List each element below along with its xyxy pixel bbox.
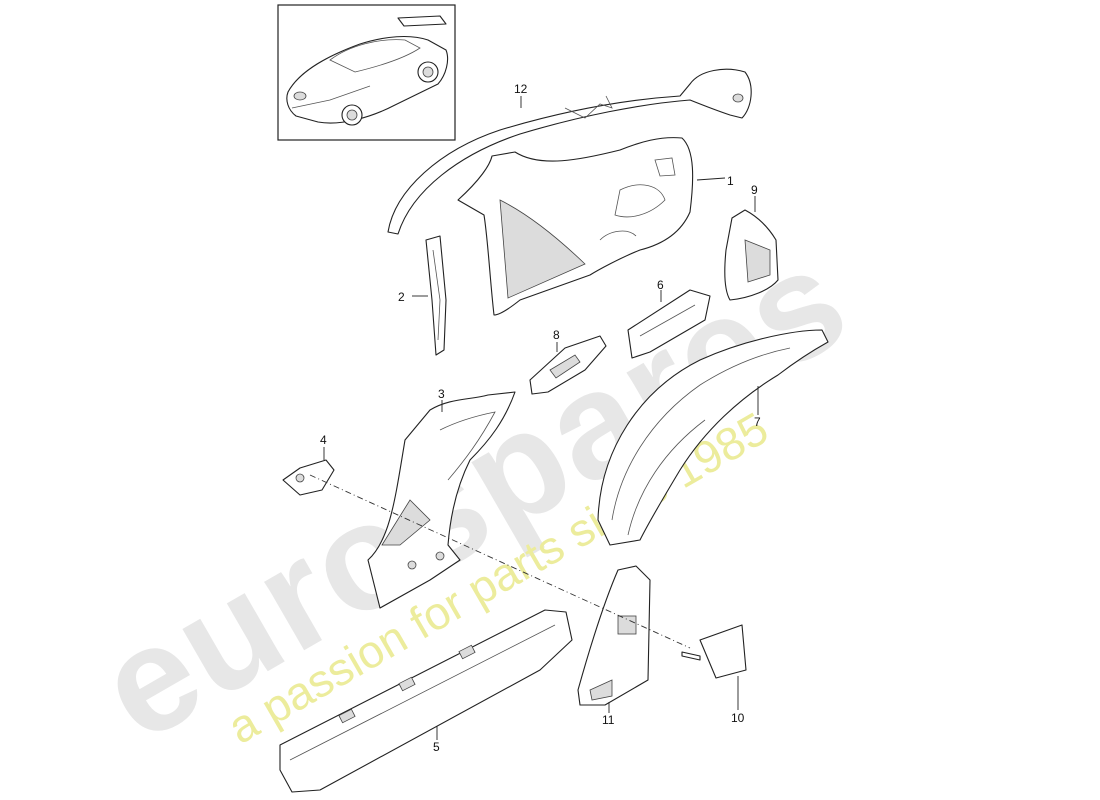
callouts: 1 2 3 4 5 6 7 8 9 10 11 12 (320, 82, 761, 754)
callout-6[interactable]: 6 (657, 278, 664, 292)
part-9-rear-bracket[interactable] (724, 209, 779, 301)
part-5-sill[interactable] (279, 609, 573, 793)
car-thumbnail[interactable] (277, 4, 456, 141)
callout-2[interactable]: 2 (398, 290, 405, 304)
callout-4[interactable]: 4 (320, 433, 327, 447)
part-12-roof-rail[interactable] (387, 68, 752, 235)
leader-lines (323, 96, 759, 740)
part-1-side-frame[interactable] (457, 137, 694, 316)
part-7-wheel-arch[interactable] (597, 329, 829, 546)
callout-7[interactable]: 7 (754, 415, 761, 429)
part-2-pillar-reinforcement[interactable] (425, 235, 447, 356)
part-11-inner-panel[interactable] (577, 565, 651, 706)
callout-10[interactable]: 10 (731, 711, 745, 725)
part-6-wheelhouse-bracket[interactable] (627, 289, 711, 359)
alignment-line (309, 474, 691, 649)
callout-8[interactable]: 8 (553, 328, 560, 342)
callout-11[interactable]: 11 (602, 713, 615, 727)
part-10-plate[interactable] (681, 624, 747, 679)
callout-1[interactable]: 1 (727, 174, 734, 188)
car-icon (286, 15, 449, 126)
callout-12[interactable]: 12 (514, 82, 528, 96)
callout-9[interactable]: 9 (751, 183, 758, 197)
callout-5[interactable]: 5 (433, 740, 440, 754)
callout-3[interactable]: 3 (438, 387, 445, 401)
part-4-clip[interactable] (282, 459, 335, 496)
part-8-bracket[interactable] (529, 335, 607, 395)
part-3-lower-pillar[interactable] (367, 391, 516, 609)
